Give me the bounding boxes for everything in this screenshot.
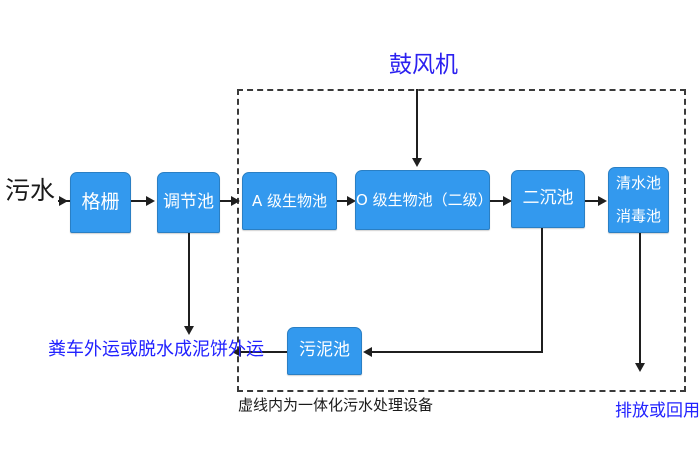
connector-regulating-to-astage: [220, 200, 234, 202]
enclosure-caption: 虚线内为一体化污水处理设备: [238, 396, 434, 414]
node-grille[interactable]: 格栅: [70, 172, 131, 233]
arrowhead-ostage-to-secondary: [503, 196, 512, 206]
node-clearwater-line1: 清水池: [615, 173, 661, 192]
node-o-stage-bioreactor[interactable]: O 级生物池（二级）: [355, 170, 493, 230]
arrowhead-sludge-to-haulage: [232, 347, 241, 357]
arrowhead-grille-to-regulating: [146, 196, 155, 206]
node-a-stage-bioreactor[interactable]: A 级生物池: [242, 172, 337, 230]
connector-clearwater-to-discharge: [639, 233, 641, 369]
node-grille-label: 格栅: [81, 190, 120, 213]
sludge-return-line-vertical: [541, 228, 543, 353]
influent-arrowhead: [59, 196, 68, 206]
blower-feed-arrowhead: [412, 158, 422, 167]
integrated-equipment-enclosure: [237, 89, 686, 392]
connector-astage-to-ostage: [337, 200, 350, 202]
blower-feed-line: [416, 89, 418, 160]
arrowhead-secondary-to-clearwater: [598, 196, 607, 206]
node-sludge-tank[interactable]: 污泥池: [287, 327, 362, 375]
connector-sludge-to-haulage: [240, 351, 287, 353]
sludge-return-line-horizontal: [371, 351, 543, 353]
discharge-reuse-label: 排放或回用: [615, 401, 700, 421]
connector-ostage-to-secondary: [490, 200, 507, 202]
node-secondary-clarifier[interactable]: 二沉池: [511, 170, 585, 228]
node-sludge-tank-label: 污泥池: [299, 340, 350, 361]
node-regulating-tank[interactable]: 调节池: [157, 172, 220, 233]
arrowhead-astage-to-ostage: [347, 196, 356, 206]
influent-label: 污水: [5, 176, 56, 205]
sludge-haulage-label: 粪车外运或脱水成泥饼外运: [48, 339, 264, 360]
node-regulating-tank-label: 调节池: [163, 191, 214, 212]
node-clearwater-line2: 消毒池: [615, 207, 661, 226]
arrowhead-regulating-to-astage: [231, 196, 240, 206]
arrowhead-clearwater-to-discharge: [635, 363, 645, 372]
arrowhead-regulating-to-haulage: [184, 326, 194, 335]
node-o-stage-bioreactor-label: O 级生物池（二级）: [356, 190, 493, 209]
node-secondary-clarifier-label: 二沉池: [522, 188, 574, 209]
connector-secondary-to-clearwater: [585, 200, 602, 202]
arrowhead-sludge-return: [363, 347, 372, 357]
connector-grille-to-regulating: [131, 200, 148, 202]
node-clearwater-disinfection-tank-label: 清水池 消毒池: [609, 173, 668, 226]
connector-regulating-to-haulage: [188, 233, 190, 333]
node-a-stage-bioreactor-label: A 级生物池: [251, 191, 328, 210]
blower-label: 鼓风机: [389, 52, 458, 78]
node-clearwater-disinfection-tank[interactable]: 清水池 消毒池: [608, 167, 669, 233]
